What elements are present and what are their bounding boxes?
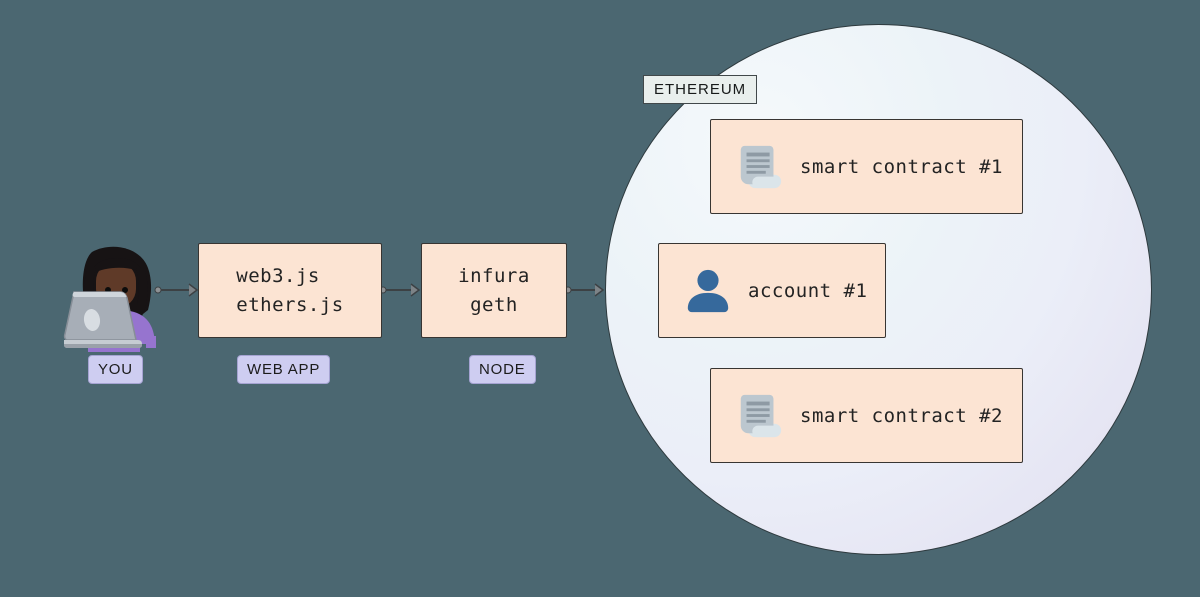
- node-box: infura geth: [421, 243, 567, 338]
- web-app-line: web3.js: [236, 264, 320, 287]
- smart-contract-2-box: smart contract #2: [710, 368, 1023, 463]
- scroll-icon: [740, 145, 782, 188]
- you-badge: YOU: [88, 355, 143, 384]
- web-app-badge: WEB APP: [237, 355, 331, 384]
- node-line: infura: [458, 264, 530, 287]
- laptop-icon: [63, 291, 142, 348]
- ethereum-badge: ETHEREUM: [643, 75, 758, 104]
- person-icon: [687, 269, 729, 312]
- smart-contract-2-label: smart contract #2: [800, 404, 1003, 427]
- arrow-you-to-webapp: [154, 283, 199, 297]
- node-line: geth: [470, 293, 518, 316]
- web-app-line: ethers.js: [236, 293, 344, 316]
- smart-contract-1-label: smart contract #1: [800, 155, 1003, 178]
- scroll-icon: [740, 394, 782, 437]
- account-1-label: account #1: [748, 279, 868, 302]
- web-app-box: web3.js ethers.js: [198, 243, 382, 338]
- arrow-webapp-to-node: [379, 283, 421, 297]
- smart-contract-1-box: smart contract #1: [710, 119, 1023, 214]
- arrow-node-to-ethereum: [564, 283, 605, 297]
- node-badge: NODE: [469, 355, 536, 384]
- account-1-box: account #1: [658, 243, 886, 338]
- woman-technologist-icon: [63, 246, 156, 352]
